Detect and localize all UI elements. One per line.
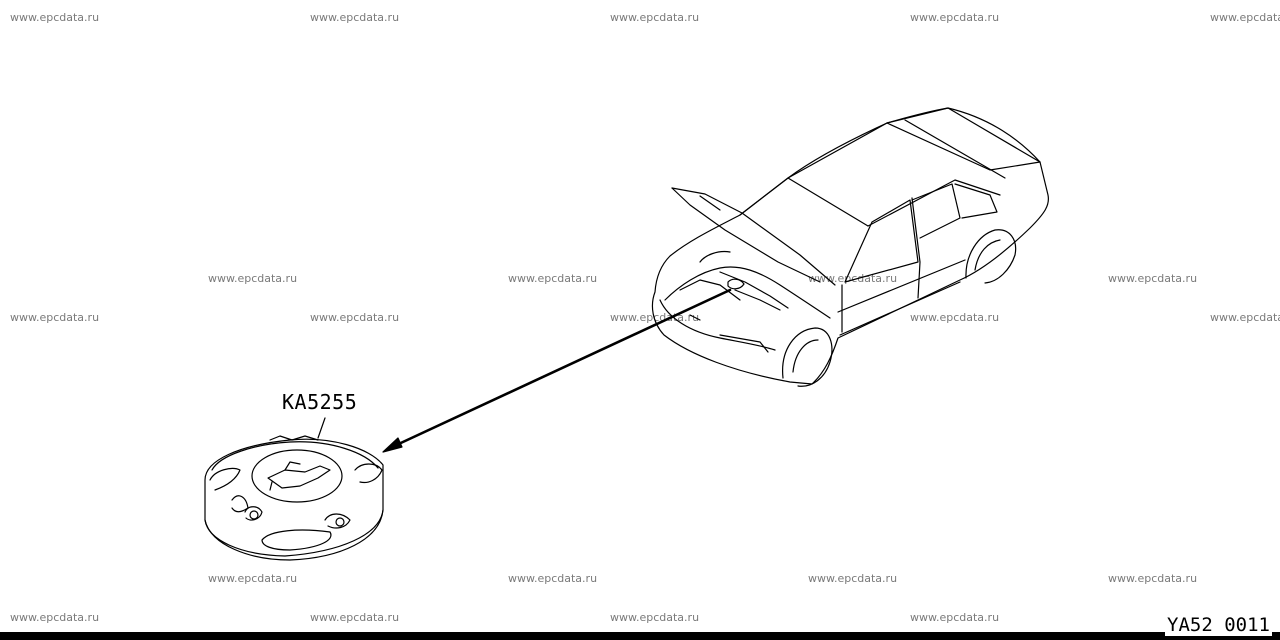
- figure-code: YA52 0011: [1165, 614, 1272, 636]
- watermark: www.epcdata.ru: [208, 572, 298, 585]
- watermark: www.epcdata.ru: [208, 272, 298, 285]
- watermark: www.epcdata.ru: [10, 11, 100, 24]
- watermark: www.epcdata.ru: [610, 11, 700, 24]
- watermark: www.epcdata.ru: [610, 611, 700, 624]
- watermark: www.epcdata.ru: [508, 572, 598, 585]
- watermark: www.epcdata.ru: [808, 272, 898, 285]
- car-illustration: [651, 107, 1050, 387]
- watermark: www.epcdata.ru: [910, 611, 1000, 624]
- part-number-label[interactable]: KA5255: [282, 390, 358, 414]
- watermark: www.epcdata.ru: [310, 11, 400, 24]
- oil-filler-cap: [204, 417, 384, 561]
- watermark: www.epcdata.ru: [310, 611, 400, 624]
- bottom-bar: [0, 632, 1280, 640]
- watermark: www.epcdata.ru: [310, 311, 400, 324]
- watermark: www.epcdata.ru: [10, 311, 100, 324]
- watermark: www.epcdata.ru: [910, 311, 1000, 324]
- watermark: www.epcdata.ru: [910, 11, 1000, 24]
- watermark: www.epcdata.ru: [1210, 311, 1280, 324]
- watermark: www.epcdata.ru: [10, 611, 100, 624]
- watermark: www.epcdata.ru: [1108, 572, 1198, 585]
- watermark: www.epcdata.ru: [1108, 272, 1198, 285]
- watermark: www.epcdata.ru: [1210, 11, 1280, 24]
- leader-arrow: [382, 288, 732, 453]
- watermark: www.epcdata.ru: [508, 272, 598, 285]
- watermark: www.epcdata.ru: [808, 572, 898, 585]
